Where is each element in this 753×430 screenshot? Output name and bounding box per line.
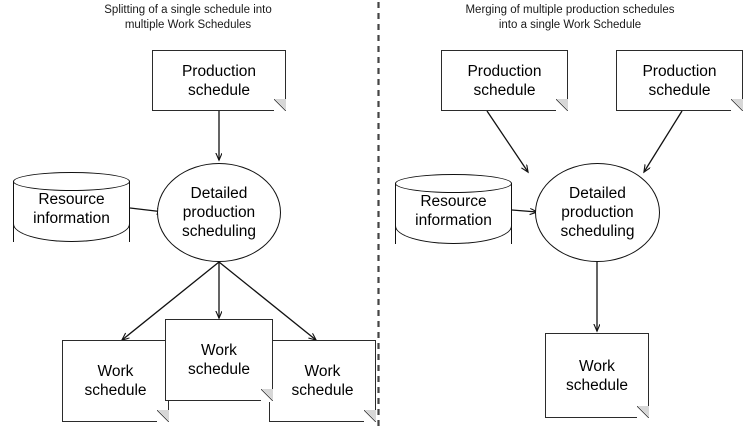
left-work-schedule-label-3: Work schedule bbox=[291, 363, 354, 399]
right-production-schedule-node-1[interactable]: Production schedule bbox=[441, 50, 569, 112]
document-fold-icon bbox=[273, 98, 287, 112]
cylinder-sides bbox=[13, 181, 130, 242]
left-process-node[interactable]: Detailed production scheduling bbox=[157, 163, 281, 262]
arrow-process-to-work-3 bbox=[218, 261, 316, 340]
cylinder-top-ellipse-icon bbox=[13, 172, 130, 191]
document-fold-icon bbox=[636, 405, 650, 419]
left-production-schedule-label: Production schedule bbox=[181, 62, 257, 99]
right-process-node[interactable]: Detailed production scheduling bbox=[535, 163, 660, 262]
left-panel-title: Splitting of a single schedule into mult… bbox=[104, 4, 272, 31]
document-fold-icon bbox=[363, 409, 377, 423]
left-work-schedule-node-2[interactable]: Work schedule bbox=[165, 319, 274, 402]
document-fold-icon bbox=[156, 409, 170, 423]
right-panel-title: Merging of multiple production schedules… bbox=[465, 4, 675, 31]
cylinder-sides bbox=[395, 183, 512, 244]
left-work-schedule-node-3[interactable]: Work schedule bbox=[269, 340, 377, 423]
left-work-schedule-node-1[interactable]: Work schedule bbox=[62, 340, 170, 423]
document-fold-icon bbox=[260, 388, 274, 402]
document-fold-icon bbox=[555, 98, 569, 112]
right-resource-information-label: Resource information bbox=[415, 192, 492, 229]
document-fold-icon bbox=[730, 98, 744, 112]
left-process-label: Detailed production scheduling bbox=[181, 185, 257, 240]
right-production-schedule-node-2[interactable]: Production schedule bbox=[616, 50, 744, 112]
cylinder-top-ellipse-icon bbox=[395, 174, 512, 193]
left-resource-information-node[interactable]: Resource information bbox=[13, 172, 130, 242]
cylinder-body bbox=[395, 183, 512, 244]
right-work-schedule-label: Work schedule bbox=[565, 357, 629, 394]
right-work-schedule-node[interactable]: Work schedule bbox=[545, 333, 650, 419]
arrow-production-2-to-process bbox=[644, 110, 683, 172]
arrow-process-to-work-1 bbox=[122, 261, 220, 340]
right-process-label: Detailed production scheduling bbox=[560, 185, 635, 240]
right-production-schedule-label-2: Production schedule bbox=[642, 62, 717, 99]
arrow-production-1-to-process bbox=[486, 110, 528, 172]
left-resource-information-label: Resource information bbox=[33, 190, 110, 227]
right-production-schedule-label-1: Production schedule bbox=[467, 62, 542, 99]
right-resource-information-node[interactable]: Resource information bbox=[395, 174, 512, 244]
arrow-resource-to-process-right bbox=[511, 210, 537, 212]
left-work-schedule-label-2: Work schedule bbox=[187, 342, 251, 378]
left-work-schedule-label-1: Work schedule bbox=[84, 363, 147, 399]
left-production-schedule-node[interactable]: Production schedule bbox=[152, 50, 287, 112]
